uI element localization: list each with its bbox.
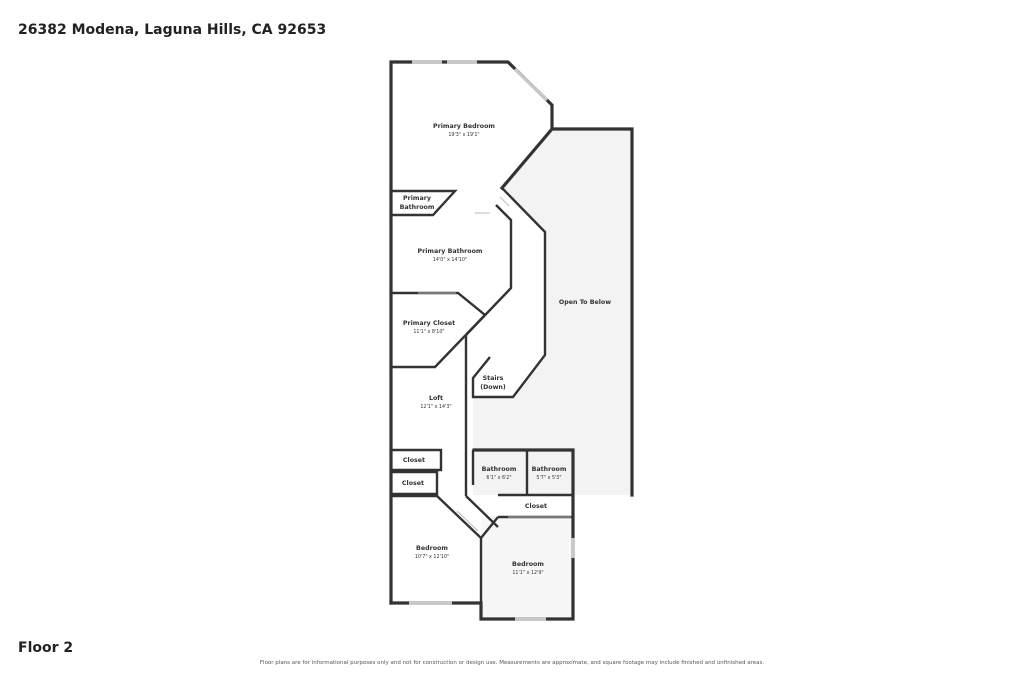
doors: [418, 196, 571, 532]
bedroom-2-name: Bedroom: [512, 561, 544, 568]
bathroom-2-dims: 5'7" x 5'3": [536, 475, 561, 481]
loft-dims: 12'1" x 14'3": [420, 404, 451, 410]
room-closet-a: Closet: [403, 457, 425, 464]
primary-bathroom-dims: 14'0" x 14'10": [433, 257, 467, 263]
room-stairs: Stairs (Down): [480, 375, 506, 391]
property-address: 26382 Modena, Laguna Hills, CA 92653: [18, 22, 327, 38]
primary-closet-name: Primary Closet: [403, 320, 455, 327]
closet-a-name: Closet: [403, 457, 425, 464]
bedroom-2-dims: 11'1" x 12'9": [512, 570, 543, 576]
primary-closet-dims: 11'1" x 8'10": [413, 329, 444, 335]
stairs-line1: Stairs: [483, 375, 504, 382]
primary-bath-small-line2: Bathroom: [400, 204, 435, 211]
disclaimer-text: Floor plans are for informational purpos…: [259, 660, 765, 666]
closet-c-name: Closet: [525, 503, 547, 510]
room-open-to-below: Open To Below: [559, 299, 611, 306]
primary-bath-small-line1: Primary: [403, 195, 431, 202]
room-closet-c: Closet: [525, 503, 547, 510]
room-loft: Loft 12'1" x 14'3": [420, 395, 451, 410]
room-bedroom-1: Bedroom 10'7" x 12'10": [415, 545, 449, 560]
bathroom-1-dims: 6'1" x 6'2": [486, 475, 511, 481]
room-primary-bedroom: Primary Bedroom 19'3" x 19'1": [433, 123, 495, 138]
primary-bathroom-name: Primary Bathroom: [418, 248, 483, 255]
room-primary-bathroom: Primary Bathroom 14'0" x 14'10": [418, 248, 483, 263]
bathroom-2-name: Bathroom: [532, 466, 567, 473]
bedroom-1-name: Bedroom: [416, 545, 448, 552]
windows: [409, 60, 575, 621]
loft-name: Loft: [429, 395, 443, 402]
open-to-below-name: Open To Below: [559, 299, 611, 306]
open-to-below-area: [473, 129, 632, 495]
room-primary-closet: Primary Closet 11'1" x 8'10": [403, 320, 455, 335]
room-primary-bathroom-small: Primary Bathroom: [400, 195, 435, 211]
primary-bedroom-name: Primary Bedroom: [433, 123, 495, 130]
closet-b-name: Closet: [402, 480, 424, 487]
floor-label: Floor 2: [18, 640, 74, 656]
room-bedroom-2: Bedroom 11'1" x 12'9": [512, 561, 544, 576]
primary-bedroom-dims: 19'3" x 19'1": [448, 132, 479, 138]
room-bathroom-2: Bathroom 5'7" x 5'3": [532, 466, 567, 481]
room-closet-b: Closet: [402, 480, 424, 487]
room-bathroom-1: Bathroom 6'1" x 6'2": [482, 466, 517, 481]
bedroom-right-area: [481, 517, 573, 619]
stairs-line2: (Down): [480, 384, 506, 391]
bathroom-1-name: Bathroom: [482, 466, 517, 473]
bedroom-1-dims: 10'7" x 12'10": [415, 554, 449, 560]
